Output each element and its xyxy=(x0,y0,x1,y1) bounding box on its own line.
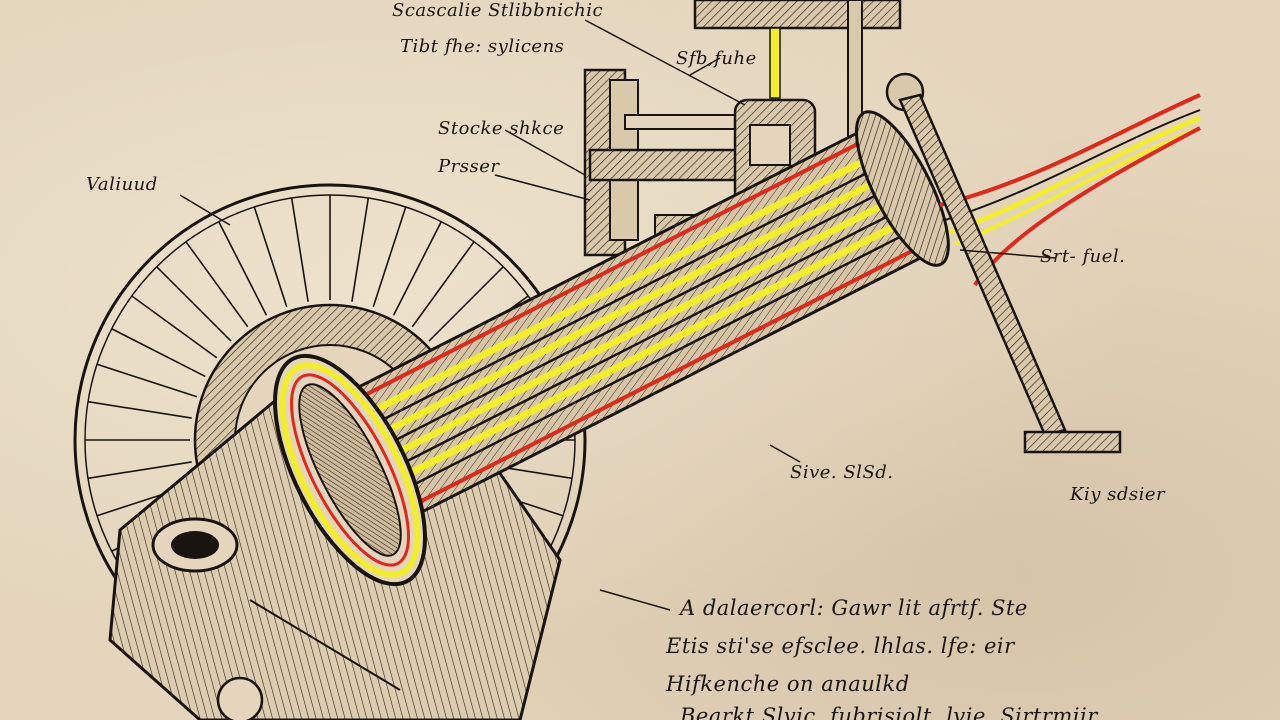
tube-wire xyxy=(397,216,909,482)
label-wheel: Valiuud xyxy=(86,174,158,195)
tube-wire xyxy=(382,186,892,448)
label-wire: Srt- fuel. xyxy=(1040,246,1126,267)
tube-wire xyxy=(375,173,887,439)
wheel-spoke xyxy=(87,461,192,480)
wheel-spoke xyxy=(428,266,504,342)
wheel-spoke xyxy=(185,241,249,328)
tube-wire xyxy=(371,165,881,427)
wheel-spoke xyxy=(131,295,218,359)
label-top-title: Scascalie Stlibbnichic xyxy=(392,0,604,21)
support-stand xyxy=(885,72,1122,454)
wheel-spoke xyxy=(111,328,206,378)
note-line-3: Hifkenche on anaulkd xyxy=(666,672,910,696)
note-line-4: Bearkt Slvic. fubrisiolt. lvie. Sirtrmii… xyxy=(680,704,1098,720)
wheel-spoke xyxy=(392,221,442,316)
tube-wire xyxy=(393,207,903,469)
note-line-2: Etis sti'se efsclee. lhlas. lfe: eir xyxy=(666,634,1015,658)
tube-wire xyxy=(386,195,898,461)
outgoing-wires xyxy=(939,93,1201,287)
main-cylinder xyxy=(273,110,950,587)
tube-wire xyxy=(404,229,914,491)
wheel-spoke xyxy=(87,400,192,419)
label-mount: Sfb,fuhe xyxy=(676,48,757,69)
wheel-spoke xyxy=(156,266,232,342)
note-line-1: A dalaercorl: Gawr lit afrtf. Ste xyxy=(680,596,1028,620)
label-stand: Kiy sdsier xyxy=(1070,484,1166,505)
internal-wires xyxy=(364,152,914,491)
label-bracket-1: Stocke shkce xyxy=(438,118,565,139)
wheel-spoke xyxy=(253,206,288,308)
wheel-spoke xyxy=(290,197,309,302)
wheel-spoke xyxy=(96,363,198,398)
wheel-spoke xyxy=(411,241,475,328)
label-top-subtitle: Tibt fhe: sylicens xyxy=(400,36,565,57)
label-bracket-2: Prsser xyxy=(438,156,500,177)
tube-wire xyxy=(364,152,877,418)
label-tube: Sive. SlSd. xyxy=(790,462,894,483)
wheel-spoke xyxy=(372,206,407,308)
wheel-spoke xyxy=(218,221,268,316)
leader-lines xyxy=(179,19,1056,611)
wheel-spoke xyxy=(351,197,370,302)
